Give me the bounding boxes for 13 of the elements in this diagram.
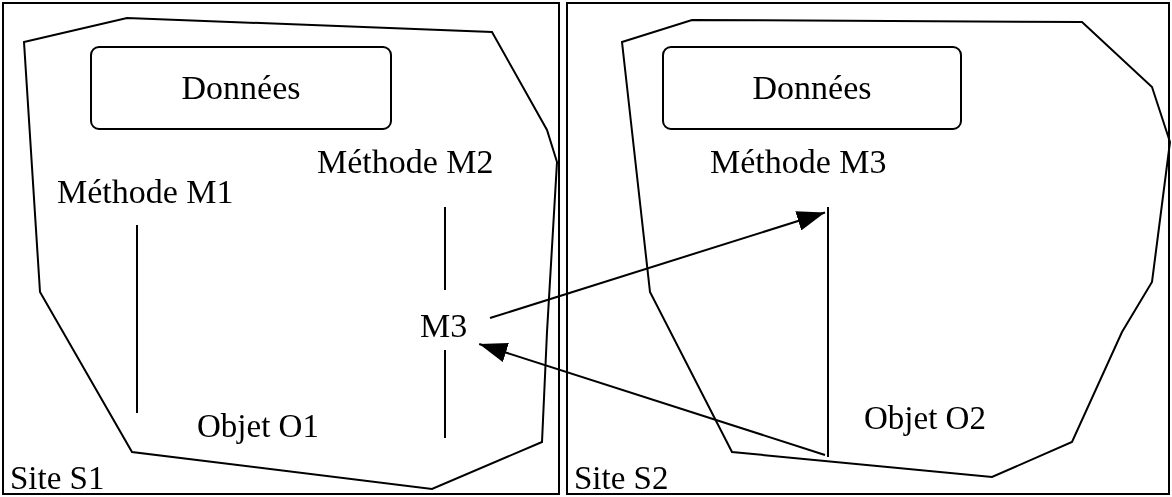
site-label: Site S1 [10,460,105,497]
object-label: Objet O1 [197,408,319,445]
method-label: M3 [420,306,492,346]
arrow [489,211,826,319]
method-label: Méthode M3 [710,142,900,182]
object-label: Objet O2 [864,400,986,437]
method-label: Méthode M2 [317,142,507,182]
site-frame [566,2,1170,495]
method-label: Méthode M1 [57,172,247,212]
site-label: Site S2 [574,460,669,497]
method-line [827,207,829,457]
data-box: Données [662,46,962,130]
data-box: Données [90,46,392,130]
